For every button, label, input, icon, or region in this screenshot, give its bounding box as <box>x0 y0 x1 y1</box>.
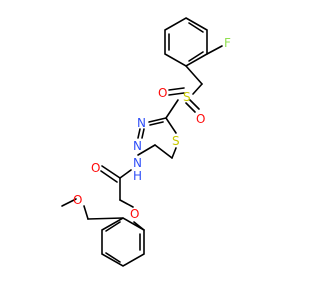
fluorine-atom-label: F <box>224 36 231 50</box>
bond <box>83 205 89 220</box>
bond <box>165 99 179 119</box>
bond <box>148 117 167 123</box>
amide-nitrogen-label: N <box>133 156 142 170</box>
bond <box>149 121 164 126</box>
bond <box>100 170 118 183</box>
bond <box>105 221 121 232</box>
bond <box>171 147 177 159</box>
chemical-structure-canvas: F S O O N N S N H O O O <box>61 17 231 267</box>
sulfonyl-oxygen-2-label: O <box>196 112 205 126</box>
carbonyl-oxygen-label: O <box>91 161 100 175</box>
bond <box>192 83 203 95</box>
ether-oxygen-label: O <box>130 207 139 221</box>
bond <box>87 217 124 220</box>
methoxy-oxygen-label: O <box>73 193 82 207</box>
bond <box>185 65 203 85</box>
ring-sulfur-label: S <box>172 134 180 148</box>
bond <box>61 198 77 207</box>
molecule-diagram: F S O O N N S N H O O O <box>61 17 231 267</box>
ring-nitrogen-1-label: N <box>137 116 146 130</box>
bond <box>164 17 208 67</box>
bond <box>101 165 121 179</box>
bond <box>137 144 156 156</box>
bond <box>185 102 196 113</box>
bond <box>119 199 134 208</box>
bond <box>105 252 121 263</box>
bond <box>154 144 173 159</box>
bond <box>141 128 145 139</box>
ring-nitrogen-2-label: N <box>133 139 142 153</box>
sulfonyl-oxygen-1-label: O <box>158 86 167 100</box>
bond <box>206 45 223 55</box>
bond <box>165 117 177 134</box>
amide-hydrogen-label: H <box>133 169 142 183</box>
bond <box>188 51 204 62</box>
bond <box>119 169 132 179</box>
bond <box>168 92 185 96</box>
bond <box>168 87 185 91</box>
bond <box>137 128 141 139</box>
bond-layer <box>61 17 223 267</box>
sulfonyl-sulfur-label: S <box>183 90 191 104</box>
atom-label-layer: F S O O N N S N H O O O <box>73 36 231 221</box>
bond <box>188 22 204 33</box>
bond <box>189 99 200 110</box>
